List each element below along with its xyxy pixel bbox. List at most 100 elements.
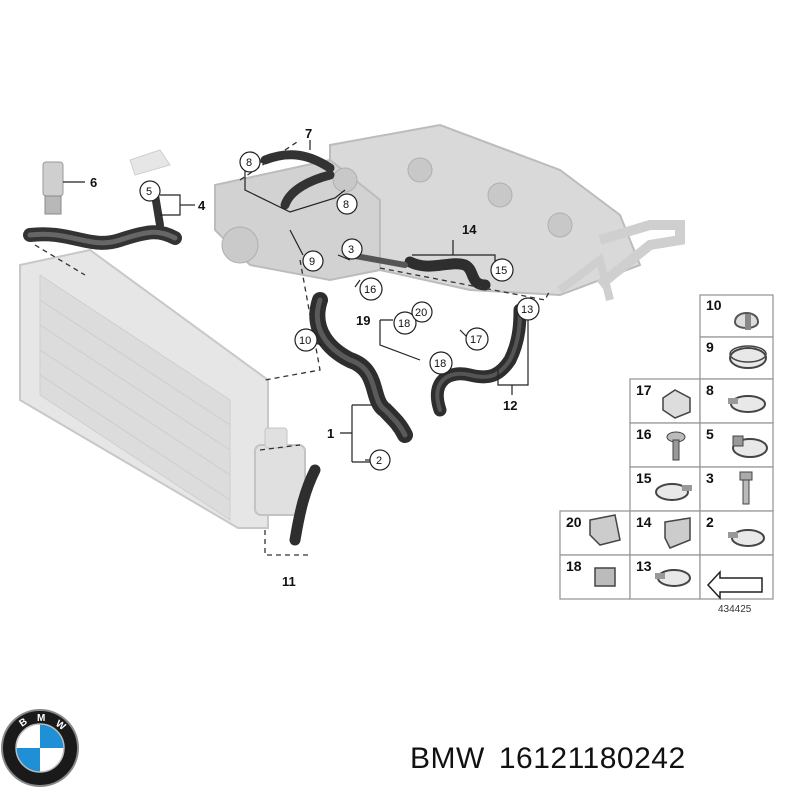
callout-13: 13 <box>516 297 540 321</box>
hose-clamp-icon <box>655 569 691 587</box>
svg-text:11: 11 <box>282 574 296 589</box>
clip-nut-icon <box>594 567 616 587</box>
svg-text:18: 18 <box>398 318 410 330</box>
legend-cell-15: 15 <box>629 466 701 512</box>
svg-text:10: 10 <box>299 335 311 347</box>
svg-text:9: 9 <box>706 339 714 355</box>
bmw-logo: B M W <box>1 709 79 787</box>
expansion-tank <box>129 149 306 516</box>
svg-text:13: 13 <box>636 558 652 574</box>
callout-8a: 8 <box>239 151 261 173</box>
legend-cell-5: 5 <box>699 422 774 468</box>
brand-name: BMW <box>410 742 485 775</box>
holder-icon <box>664 517 691 549</box>
hose-clamp-icon <box>655 483 692 501</box>
svg-text:2: 2 <box>376 455 382 467</box>
hose-part-14 <box>404 256 491 291</box>
svg-text:3: 3 <box>706 470 714 486</box>
callout-14: 14 <box>462 222 477 237</box>
svg-text:15: 15 <box>495 265 507 277</box>
svg-text:9: 9 <box>309 256 315 268</box>
svg-text:1: 1 <box>327 426 334 441</box>
svg-text:18: 18 <box>434 358 446 370</box>
svg-text:12: 12 <box>503 398 517 413</box>
engine-block <box>214 123 685 301</box>
svg-text:6: 6 <box>90 175 97 190</box>
callout-15: 15 <box>490 258 514 282</box>
legend-cell-10: 10 <box>699 294 774 338</box>
legend-cell-9: 9 <box>699 336 774 380</box>
svg-text:3: 3 <box>348 244 354 256</box>
callout-18a: 18 <box>393 311 417 335</box>
coolant-hoses <box>23 150 527 546</box>
bolt-icon <box>739 471 753 505</box>
svg-text:16: 16 <box>636 426 652 442</box>
hose-part-11 <box>289 464 321 546</box>
part-caption: BMW 16121180242 <box>410 742 700 776</box>
legend-cell-8: 8 <box>699 378 774 424</box>
legend-cell-18: 18 <box>559 554 631 600</box>
hose-part-7b <box>280 170 335 210</box>
callout-7: 7 <box>305 126 312 141</box>
callout-9: 9 <box>302 250 324 272</box>
worm-clamp-icon <box>732 435 768 458</box>
svg-text:13: 13 <box>521 304 533 316</box>
svg-text:14: 14 <box>462 222 477 237</box>
bracket-icon <box>589 514 621 546</box>
callout-6: 6 <box>90 175 97 190</box>
legend-cell-2: 2 <box>699 510 774 556</box>
callout-2: 2 <box>369 449 391 471</box>
reference-number: 434425 <box>718 604 752 615</box>
svg-text:17: 17 <box>636 382 652 398</box>
band-clamp-icon <box>729 345 767 369</box>
part-number: 16121180242 <box>498 742 686 775</box>
svg-text:4: 4 <box>198 198 206 213</box>
callout-20: 20 <box>411 301 433 323</box>
callout-8b: 8 <box>336 193 358 215</box>
callout-12: 12 <box>503 398 517 413</box>
parts-legend: 10 9 17 8 16 5 <box>559 294 774 615</box>
svg-text:2: 2 <box>706 514 714 530</box>
dashed-guides <box>34 139 551 556</box>
callout-18b: 18 <box>429 351 453 375</box>
svg-text:M: M <box>37 713 45 724</box>
callout-5: 5 <box>139 180 161 202</box>
svg-text:16: 16 <box>364 284 376 296</box>
svg-text:8: 8 <box>706 382 714 398</box>
svg-text:5: 5 <box>706 426 714 442</box>
svg-text:8: 8 <box>343 199 349 211</box>
arrow-icon <box>706 570 763 600</box>
svg-text:5: 5 <box>146 186 152 198</box>
thermostat-part <box>42 161 64 215</box>
callout-11: 11 <box>282 574 296 589</box>
callout-19: 19 <box>356 313 370 328</box>
legend-cell-13: 13 <box>629 554 701 600</box>
svg-text:20: 20 <box>415 307 427 319</box>
callout-17: 17 <box>465 327 489 351</box>
svg-text:14: 14 <box>636 514 652 530</box>
callout-4: 4 <box>198 198 206 213</box>
svg-text:8: 8 <box>246 157 252 169</box>
svg-text:20: 20 <box>566 514 582 530</box>
callout-16: 16 <box>359 277 383 301</box>
svg-text:19: 19 <box>356 313 370 328</box>
hose-clamp-icon <box>728 529 765 547</box>
legend-cell-14: 14 <box>629 510 701 556</box>
svg-text:15: 15 <box>636 470 652 486</box>
hose-part-5 <box>151 191 164 229</box>
legend-cell-20: 20 <box>559 510 631 556</box>
svg-text:18: 18 <box>566 558 582 574</box>
callout-3: 3 <box>341 238 363 260</box>
svg-text:10: 10 <box>706 297 722 313</box>
hose-clamp-icon <box>728 395 766 413</box>
callouts: 7 6 4 5 8 8 9 3 16 10 14 15 13 19 18 20 … <box>90 126 540 589</box>
hose-clamp-spring-icon <box>734 312 760 330</box>
svg-text:17: 17 <box>470 334 482 346</box>
legend-cell-16: 16 <box>629 422 701 468</box>
legend-cell-3: 3 <box>699 466 774 512</box>
callout-10: 10 <box>294 328 318 352</box>
svg-text:7: 7 <box>305 126 312 141</box>
collar-screw-icon <box>666 431 686 461</box>
callout-1: 1 <box>327 426 334 441</box>
